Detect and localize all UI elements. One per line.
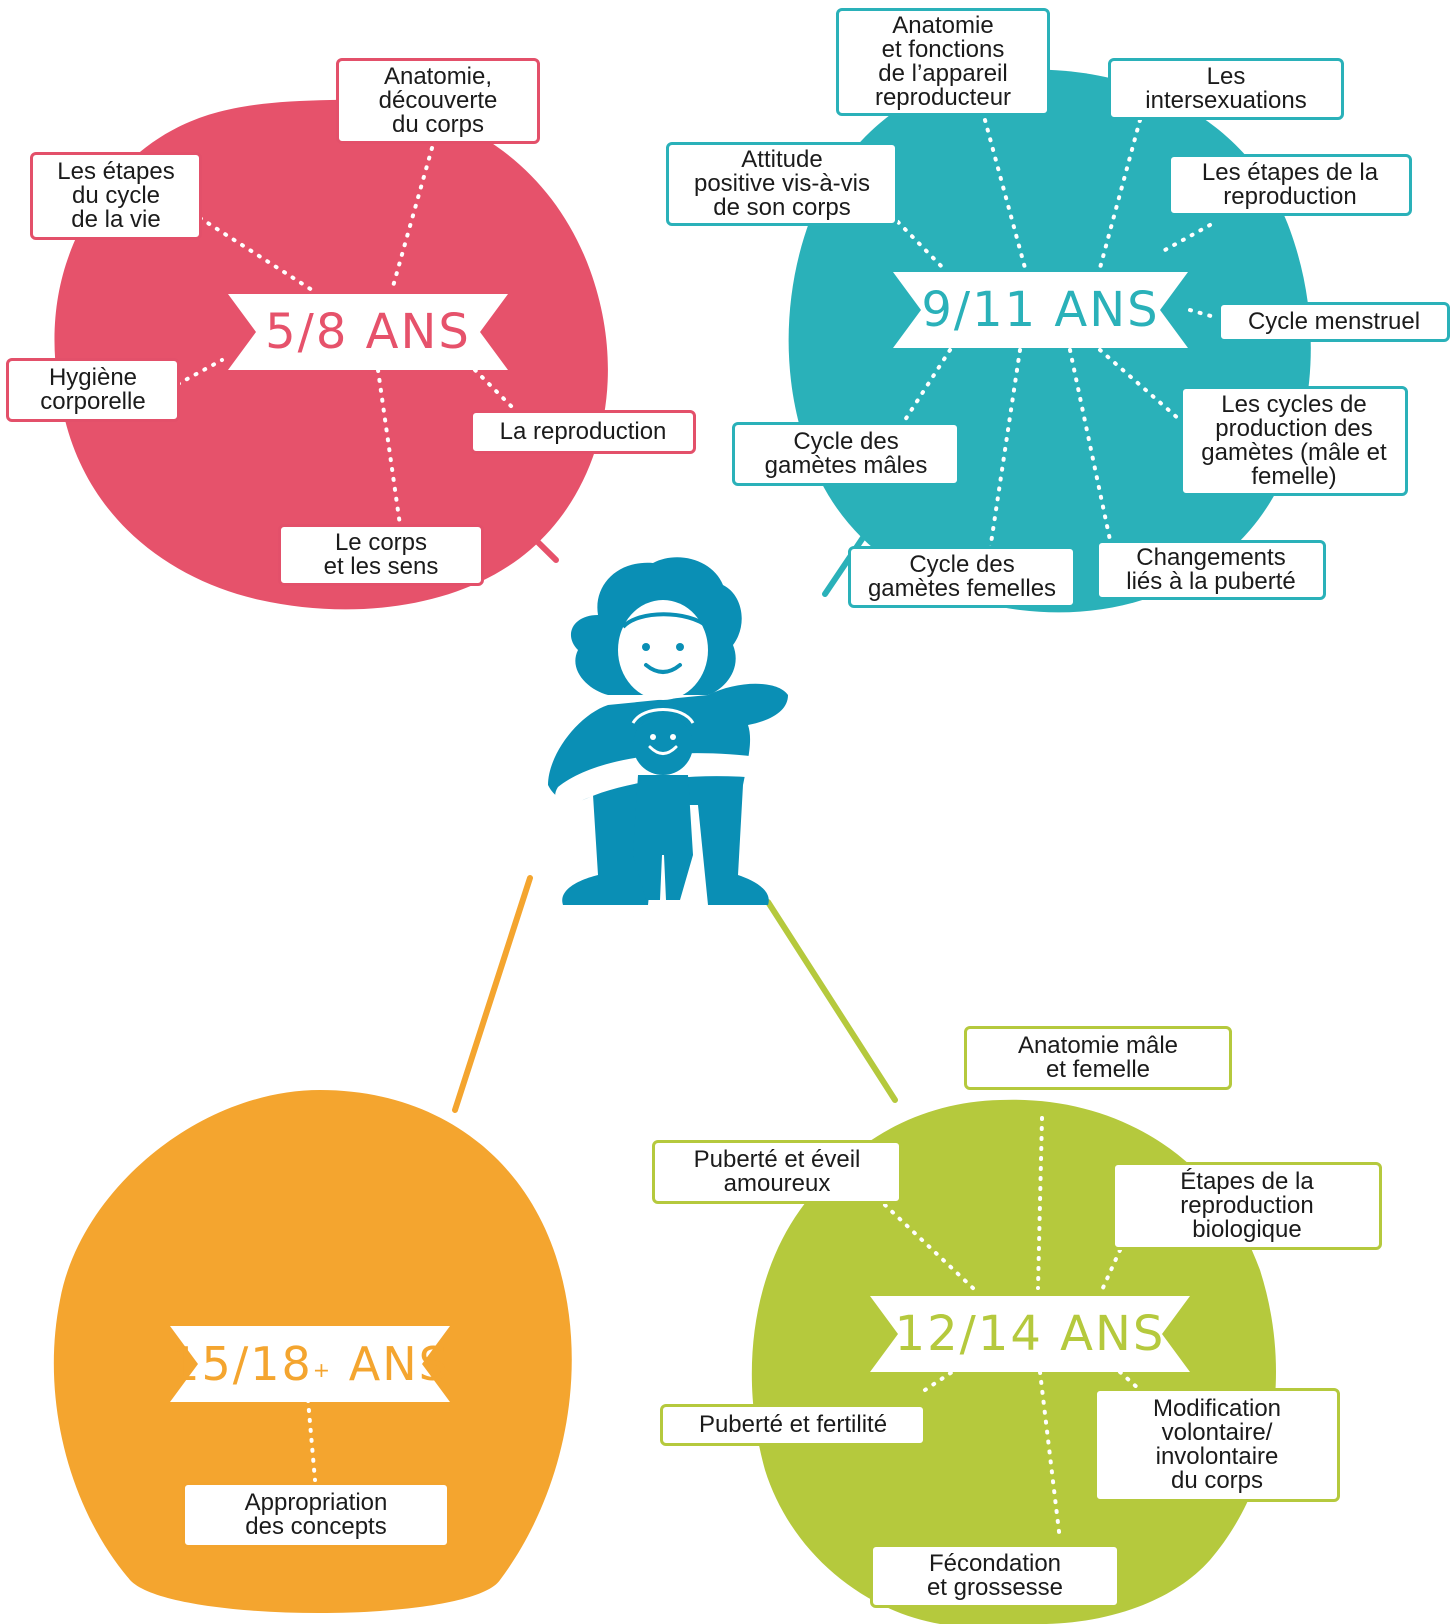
- topic-box: Les intersexuations: [1108, 58, 1344, 120]
- topic-box: Les étapes de la reproduction: [1168, 154, 1412, 216]
- topic-box: Fécondation et grossesse: [870, 1544, 1120, 1608]
- topic-box: Hygiène corporelle: [6, 358, 180, 422]
- banner-5-8: 5/8 ANS: [218, 290, 518, 374]
- topic-box: Attitude positive vis-à-vis de son corps: [666, 142, 898, 226]
- title-12-14: 12/14 ANS: [894, 1306, 1166, 1362]
- title-15-18: 15/18+ ANS: [170, 1337, 450, 1391]
- topic-box: Anatomie et fonctions de l’appareil repr…: [836, 8, 1050, 116]
- topic-box: Cycle des gamètes mâles: [732, 422, 960, 486]
- banner-9-11: 9/11 ANS: [883, 268, 1198, 352]
- banner-12-14: 12/14 ANS: [860, 1292, 1200, 1376]
- topic-box: Anatomie, découverte du corps: [336, 58, 540, 144]
- connector-orange: [452, 875, 533, 1113]
- topic-box: Le corps et les sens: [278, 524, 484, 586]
- topic-box: Les cycles de production des gamètes (mâ…: [1180, 386, 1408, 496]
- topic-box: La reproduction: [470, 410, 696, 454]
- topic-box: Changements liés à la puberté: [1096, 540, 1326, 600]
- adult-and-child-icon: [548, 557, 788, 905]
- topic-box: Cycle menstruel: [1218, 302, 1450, 342]
- banner-15-18: 15/18+ ANS: [160, 1322, 460, 1406]
- topic-box: Appropriation des concepts: [182, 1482, 450, 1548]
- title-5-8: 5/8 ANS: [265, 304, 471, 360]
- topic-box: Étapes de la reproduction biologique: [1112, 1162, 1382, 1250]
- topic-box: Cycle des gamètes femelles: [848, 546, 1076, 608]
- topic-box: Puberté et fertilité: [660, 1404, 926, 1446]
- topic-box: Puberté et éveil amoureux: [652, 1140, 902, 1204]
- topic-box: Les étapes du cycle de la vie: [30, 152, 202, 240]
- topic-box: Modification volontaire/ involontaire du…: [1094, 1388, 1340, 1502]
- topic-box: Anatomie mâle et femelle: [964, 1026, 1232, 1090]
- title-9-11: 9/11 ANS: [921, 282, 1160, 338]
- connector-green: [765, 899, 898, 1103]
